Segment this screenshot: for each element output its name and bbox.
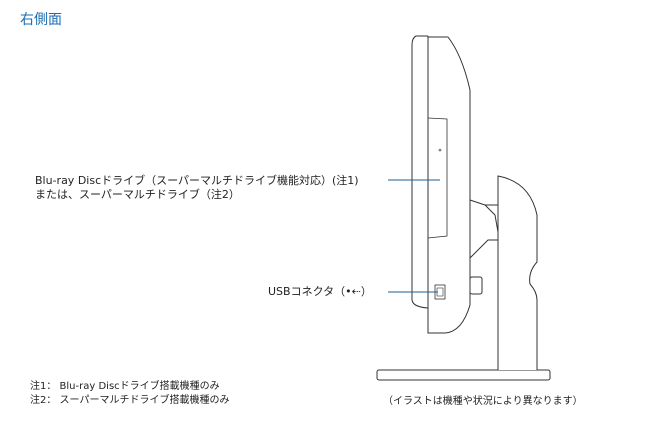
drive-eject-dot xyxy=(438,148,442,152)
section-title: 右側面 xyxy=(20,12,62,28)
drive-callout-line1: Blu-ray Discドライブ（スーパーマルチドライブ機能対応）(注1) xyxy=(35,174,359,187)
usb-icon: •⇠ xyxy=(345,285,361,298)
rear-housing xyxy=(427,36,471,334)
front-bezel xyxy=(411,35,429,309)
note-2: 注2： スーパーマルチドライブ搭載機種のみ xyxy=(30,395,230,406)
knob xyxy=(469,276,483,295)
caption: （イラストは機種や状況により異なります） xyxy=(383,396,583,407)
note-1: 注1： Blu-ray Discドライブ搭載機種のみ xyxy=(30,381,220,392)
stand-column xyxy=(497,175,538,370)
usb-callout: USBコネクタ（•⇠） xyxy=(268,285,372,299)
usb-label-close: ） xyxy=(360,285,372,298)
hinge xyxy=(469,199,499,259)
usb-label: USBコネクタ（ xyxy=(268,285,346,298)
stand-base xyxy=(376,369,551,381)
optical-drive xyxy=(427,117,448,239)
drive-callout-line2: または、スーパーマルチドライブ（注2） xyxy=(35,188,240,201)
